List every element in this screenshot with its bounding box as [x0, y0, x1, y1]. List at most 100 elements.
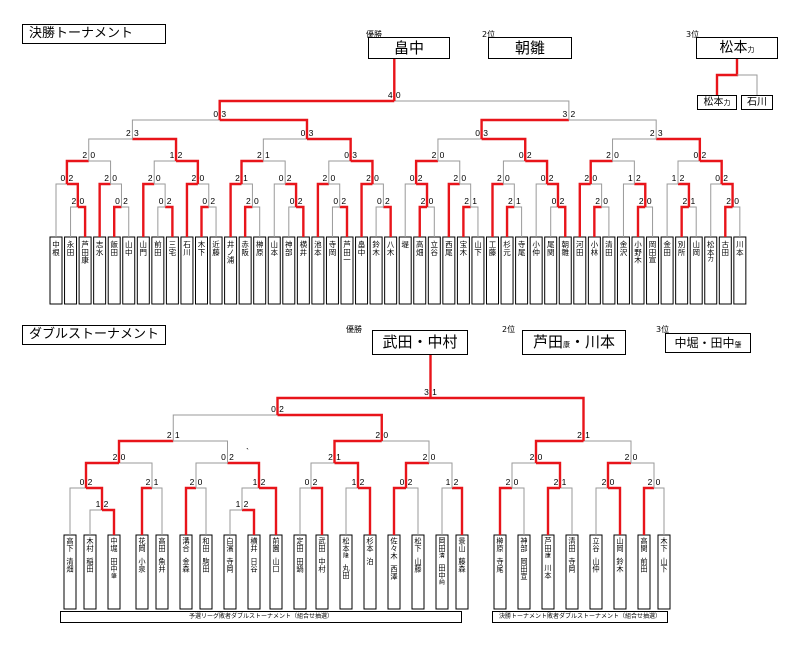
doubles-team-name-char: 本 — [342, 544, 349, 553]
doubles-r32-line-left — [546, 486, 560, 535]
singles-r64-line-right — [732, 206, 741, 237]
singles-r16-score-right: 0 — [90, 150, 95, 160]
singles-player-name-char: 榊 — [256, 239, 264, 249]
doubles-r32-score-right: 1 — [154, 477, 159, 487]
doubles-r32-score-right: 2 — [313, 477, 318, 487]
doubles-r32-score-right: 0 — [656, 477, 661, 487]
singles-player-name-char: 田 — [81, 248, 89, 257]
singles-r32-score-left: 2 — [497, 173, 502, 183]
singles-r32-line-left — [360, 182, 373, 237]
singles-player-name-char: 尾 — [547, 240, 555, 249]
singles-player-name-char: 野 — [634, 248, 642, 257]
singles-r64-score-left: 2 — [421, 196, 426, 206]
singles-player-name-char: 沢 — [620, 248, 628, 257]
doubles-final-score-left: 3 — [424, 387, 429, 397]
singles-r32-score-left: 0 — [61, 173, 66, 183]
singles-r64-line-right — [557, 205, 567, 237]
doubles-qf-score-left: 2 — [167, 430, 172, 440]
singles-r64-line-left — [288, 206, 297, 237]
singles-r32-score-left: 2 — [191, 173, 196, 183]
singles-player-name-char: 池 — [314, 239, 322, 249]
doubles-team-name-char: 田 — [438, 563, 445, 572]
doubles-r32-score-left: 2 — [648, 477, 653, 487]
singles-player-name-char: 田 — [649, 248, 657, 257]
singles-player-name-char: 小 — [634, 240, 642, 249]
singles-r16-line-right — [612, 160, 635, 184]
singles-player-name-char: 清 — [605, 239, 613, 249]
singles-r64-line-right — [470, 206, 479, 237]
doubles-team-name-char: 山 — [616, 537, 623, 546]
singles-player-name-char: 力 — [708, 255, 714, 263]
doubles-r32-score-right: 2 — [408, 477, 413, 487]
doubles-r32-line-left — [498, 486, 512, 535]
doubles-team-name-char: 田 — [318, 544, 325, 553]
singles-player-name-char: 谷 — [431, 248, 439, 257]
doubles-team-name-char: 田 — [296, 544, 303, 553]
doubles-team-name-char: 松 — [342, 537, 349, 546]
singles-r16-line-right — [176, 159, 200, 184]
singles-qf-line-right — [656, 137, 702, 161]
doubles-title: ダブルストーナメント — [22, 325, 166, 345]
doubles-champion-badge: 武田・中村 — [372, 330, 468, 355]
singles-r64-score-right: 0 — [254, 196, 259, 206]
singles-player-name-char: 山 — [140, 239, 148, 249]
doubles-rank1-label: 優勝 — [346, 325, 362, 334]
doubles-r64-score-left: 1 — [236, 499, 241, 509]
doubles-rank2-label: 2位 — [502, 325, 516, 334]
singles-sf-line-left — [480, 118, 569, 139]
singles-player-name-char: 尾 — [445, 248, 453, 257]
doubles-r16-line-right — [119, 462, 153, 488]
doubles-r32-score-right: 2 — [261, 477, 266, 487]
singles-r64-score-right: 2 — [341, 196, 346, 206]
singles-player-name-char: 井 — [227, 239, 235, 249]
doubles-team-name-char: 本 — [366, 544, 373, 553]
singles-player-name-char: 芦 — [81, 239, 89, 249]
doubles-r32-score-right: 0 — [514, 477, 519, 487]
doubles-team-name-char: 中 — [318, 557, 325, 566]
singles-player-name-char: 金 — [663, 239, 671, 249]
singles-r16-line-right — [437, 160, 461, 184]
doubles-r32-line-right — [86, 486, 104, 510]
singles-r16-score-right: 0 — [440, 150, 445, 160]
singles-player-name-char: 仲 — [532, 247, 540, 257]
doubles-team-name-char: 井 — [250, 544, 257, 553]
doubles-team-name-char: 田 — [296, 557, 303, 566]
doubles-r32-line-left — [392, 486, 406, 535]
doubles-r32-line-left — [595, 487, 608, 535]
doubles-team-name-char: 堀 — [110, 544, 117, 553]
singles-r64-line-right — [383, 205, 392, 237]
doubles-team-name-char: 純 — [439, 578, 445, 586]
singles-r64-score-left: 2 — [71, 196, 76, 206]
doubles-r32-line-right — [406, 487, 419, 535]
singles-qf-line-left — [612, 138, 657, 161]
doubles-r32-score-left: 1 — [352, 477, 357, 487]
singles-qf-score-right: 3 — [483, 128, 488, 138]
singles-r32-score-left: 1 — [628, 173, 633, 183]
singles-player-name-char: 木 — [372, 247, 380, 257]
doubles-r32-line-right — [512, 487, 525, 535]
singles-r64-line-right — [252, 206, 261, 237]
singles-r32-line-right — [416, 182, 429, 207]
singles-final-score-right: 0 — [396, 90, 401, 100]
doubles-r32-score-left: 2 — [554, 477, 559, 487]
singles-r64-score-right: 0 — [603, 196, 608, 206]
singles-r32-score-right: 0 — [330, 173, 335, 183]
doubles-team-name-char: 中 — [110, 565, 117, 574]
doubles-runnerup-sub: 康 — [563, 341, 570, 349]
doubles-r32-line-right — [560, 487, 573, 535]
doubles-team-name-char: 田 — [342, 571, 349, 580]
singles-r32-score-left: 2 — [584, 173, 589, 183]
doubles-team-name-char: 中 — [110, 537, 117, 546]
singles-r64-score-right: 2 — [167, 196, 172, 206]
singles-r32-line-right — [590, 183, 603, 207]
doubles-final-score-right: 1 — [432, 387, 437, 397]
singles-third-right-box: 石川 — [741, 95, 773, 110]
singles-r64-line-right — [77, 205, 87, 237]
doubles-team-name-char: 丸 — [342, 563, 350, 572]
singles-r64-score-right: 1 — [516, 196, 521, 206]
singles-r64-line-left — [505, 205, 515, 237]
singles-r32-line-left — [316, 182, 329, 237]
singles-r32-score-left: 2 — [322, 173, 327, 183]
singles-player-name-char: 一 — [343, 256, 351, 265]
doubles-r32-score-right: 2 — [360, 477, 365, 487]
